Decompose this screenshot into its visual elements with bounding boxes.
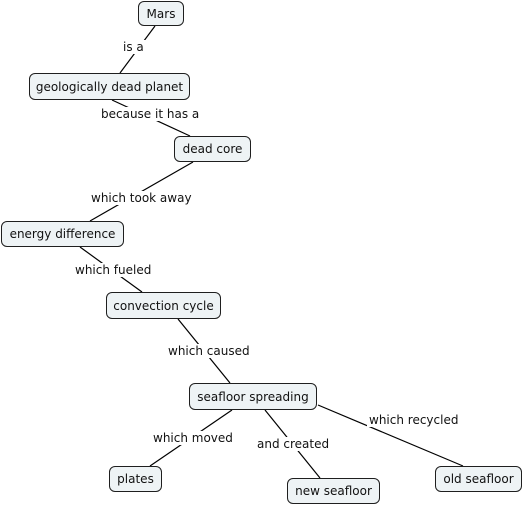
link-label-which-recycled: which recycled: [367, 413, 461, 427]
link-label-and-created: and created: [255, 437, 332, 451]
node-new-seafloor[interactable]: new seafloor: [287, 478, 380, 504]
node-dead-core[interactable]: dead core: [174, 136, 251, 162]
node-mars[interactable]: Mars: [138, 1, 184, 26]
node-energy-difference[interactable]: energy difference: [1, 221, 124, 247]
link-label-because-it-has-a: because it has a: [99, 107, 202, 121]
link-label-which-took-away: which took away: [89, 191, 194, 205]
link-label-is-a: is a: [121, 40, 146, 54]
node-convection-cycle[interactable]: convection cycle: [106, 292, 221, 319]
link-label-which-caused: which caused: [166, 344, 252, 358]
node-seafloor-spreading[interactable]: seafloor spreading: [189, 383, 317, 410]
link-label-which-moved: which moved: [151, 431, 235, 445]
node-old-seafloor[interactable]: old seafloor: [435, 466, 522, 492]
link-label-which-fueled: which fueled: [73, 263, 154, 277]
line-seafloor-to-oldseafloor: [317, 404, 464, 467]
node-plates[interactable]: plates: [109, 466, 162, 492]
node-geologically-dead-planet[interactable]: geologically dead planet: [29, 73, 190, 100]
